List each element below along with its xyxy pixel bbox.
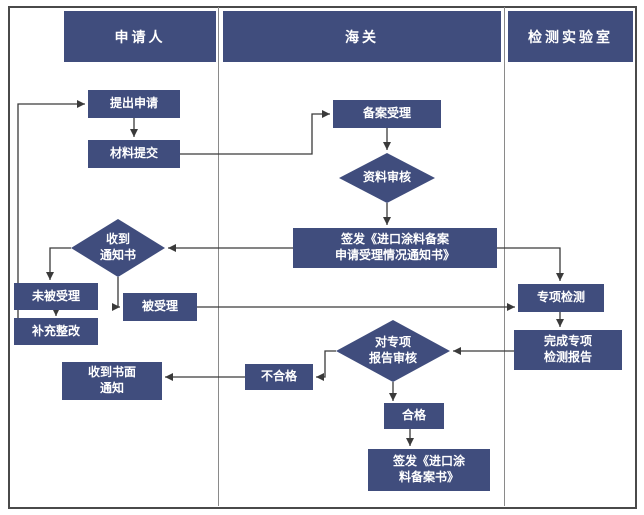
connector-notice-to-accepted (112, 277, 120, 311)
diamond-notice-received (71, 219, 165, 277)
node-accepted: 被受理 (123, 293, 197, 321)
lane-header-applicant: 申请人 (64, 11, 216, 62)
node-filing-acceptance: 备案受理 (333, 100, 441, 128)
node-material-review: 资料审核 (362, 170, 411, 185)
connector-issue-notice-to-special-test (497, 247, 564, 281)
diamond-report-review (336, 320, 450, 382)
lane-header-customs: 海关 (223, 11, 501, 62)
node-issue-filing: 签发《进口涂 料备案书》 (368, 449, 490, 491)
node-not-accepted: 未被受理 (14, 283, 98, 310)
node-submit: 提出申请 (88, 90, 180, 118)
node-issue-notice: 签发《进口涂料备案 申请受理情况通知书》 (293, 228, 497, 268)
node-report-review: 对专项 报告审核 (368, 335, 417, 365)
node-qualified: 合格 (384, 403, 444, 429)
connector-review-to-unqualified (316, 350, 336, 381)
diamond-material-review (339, 153, 435, 203)
node-special-test: 专项检测 (518, 284, 604, 312)
node-notice-received: 收到 通知书 (99, 232, 136, 262)
connector-rectify-to-submit (17, 100, 85, 318)
node-rectify: 补充整改 (14, 318, 98, 345)
node-test-report: 完成专项 检测报告 (514, 330, 622, 370)
connector-materials-to-filing (180, 110, 330, 155)
lane-header-lab: 检测实验室 (508, 11, 633, 62)
diagram-frame (8, 6, 637, 509)
node-written-notice: 收到书面 通知 (62, 362, 162, 400)
node-materials: 材料提交 (88, 140, 180, 168)
node-unqualified: 不合格 (245, 364, 313, 390)
connector-notice-to-not-accepted (46, 247, 71, 280)
